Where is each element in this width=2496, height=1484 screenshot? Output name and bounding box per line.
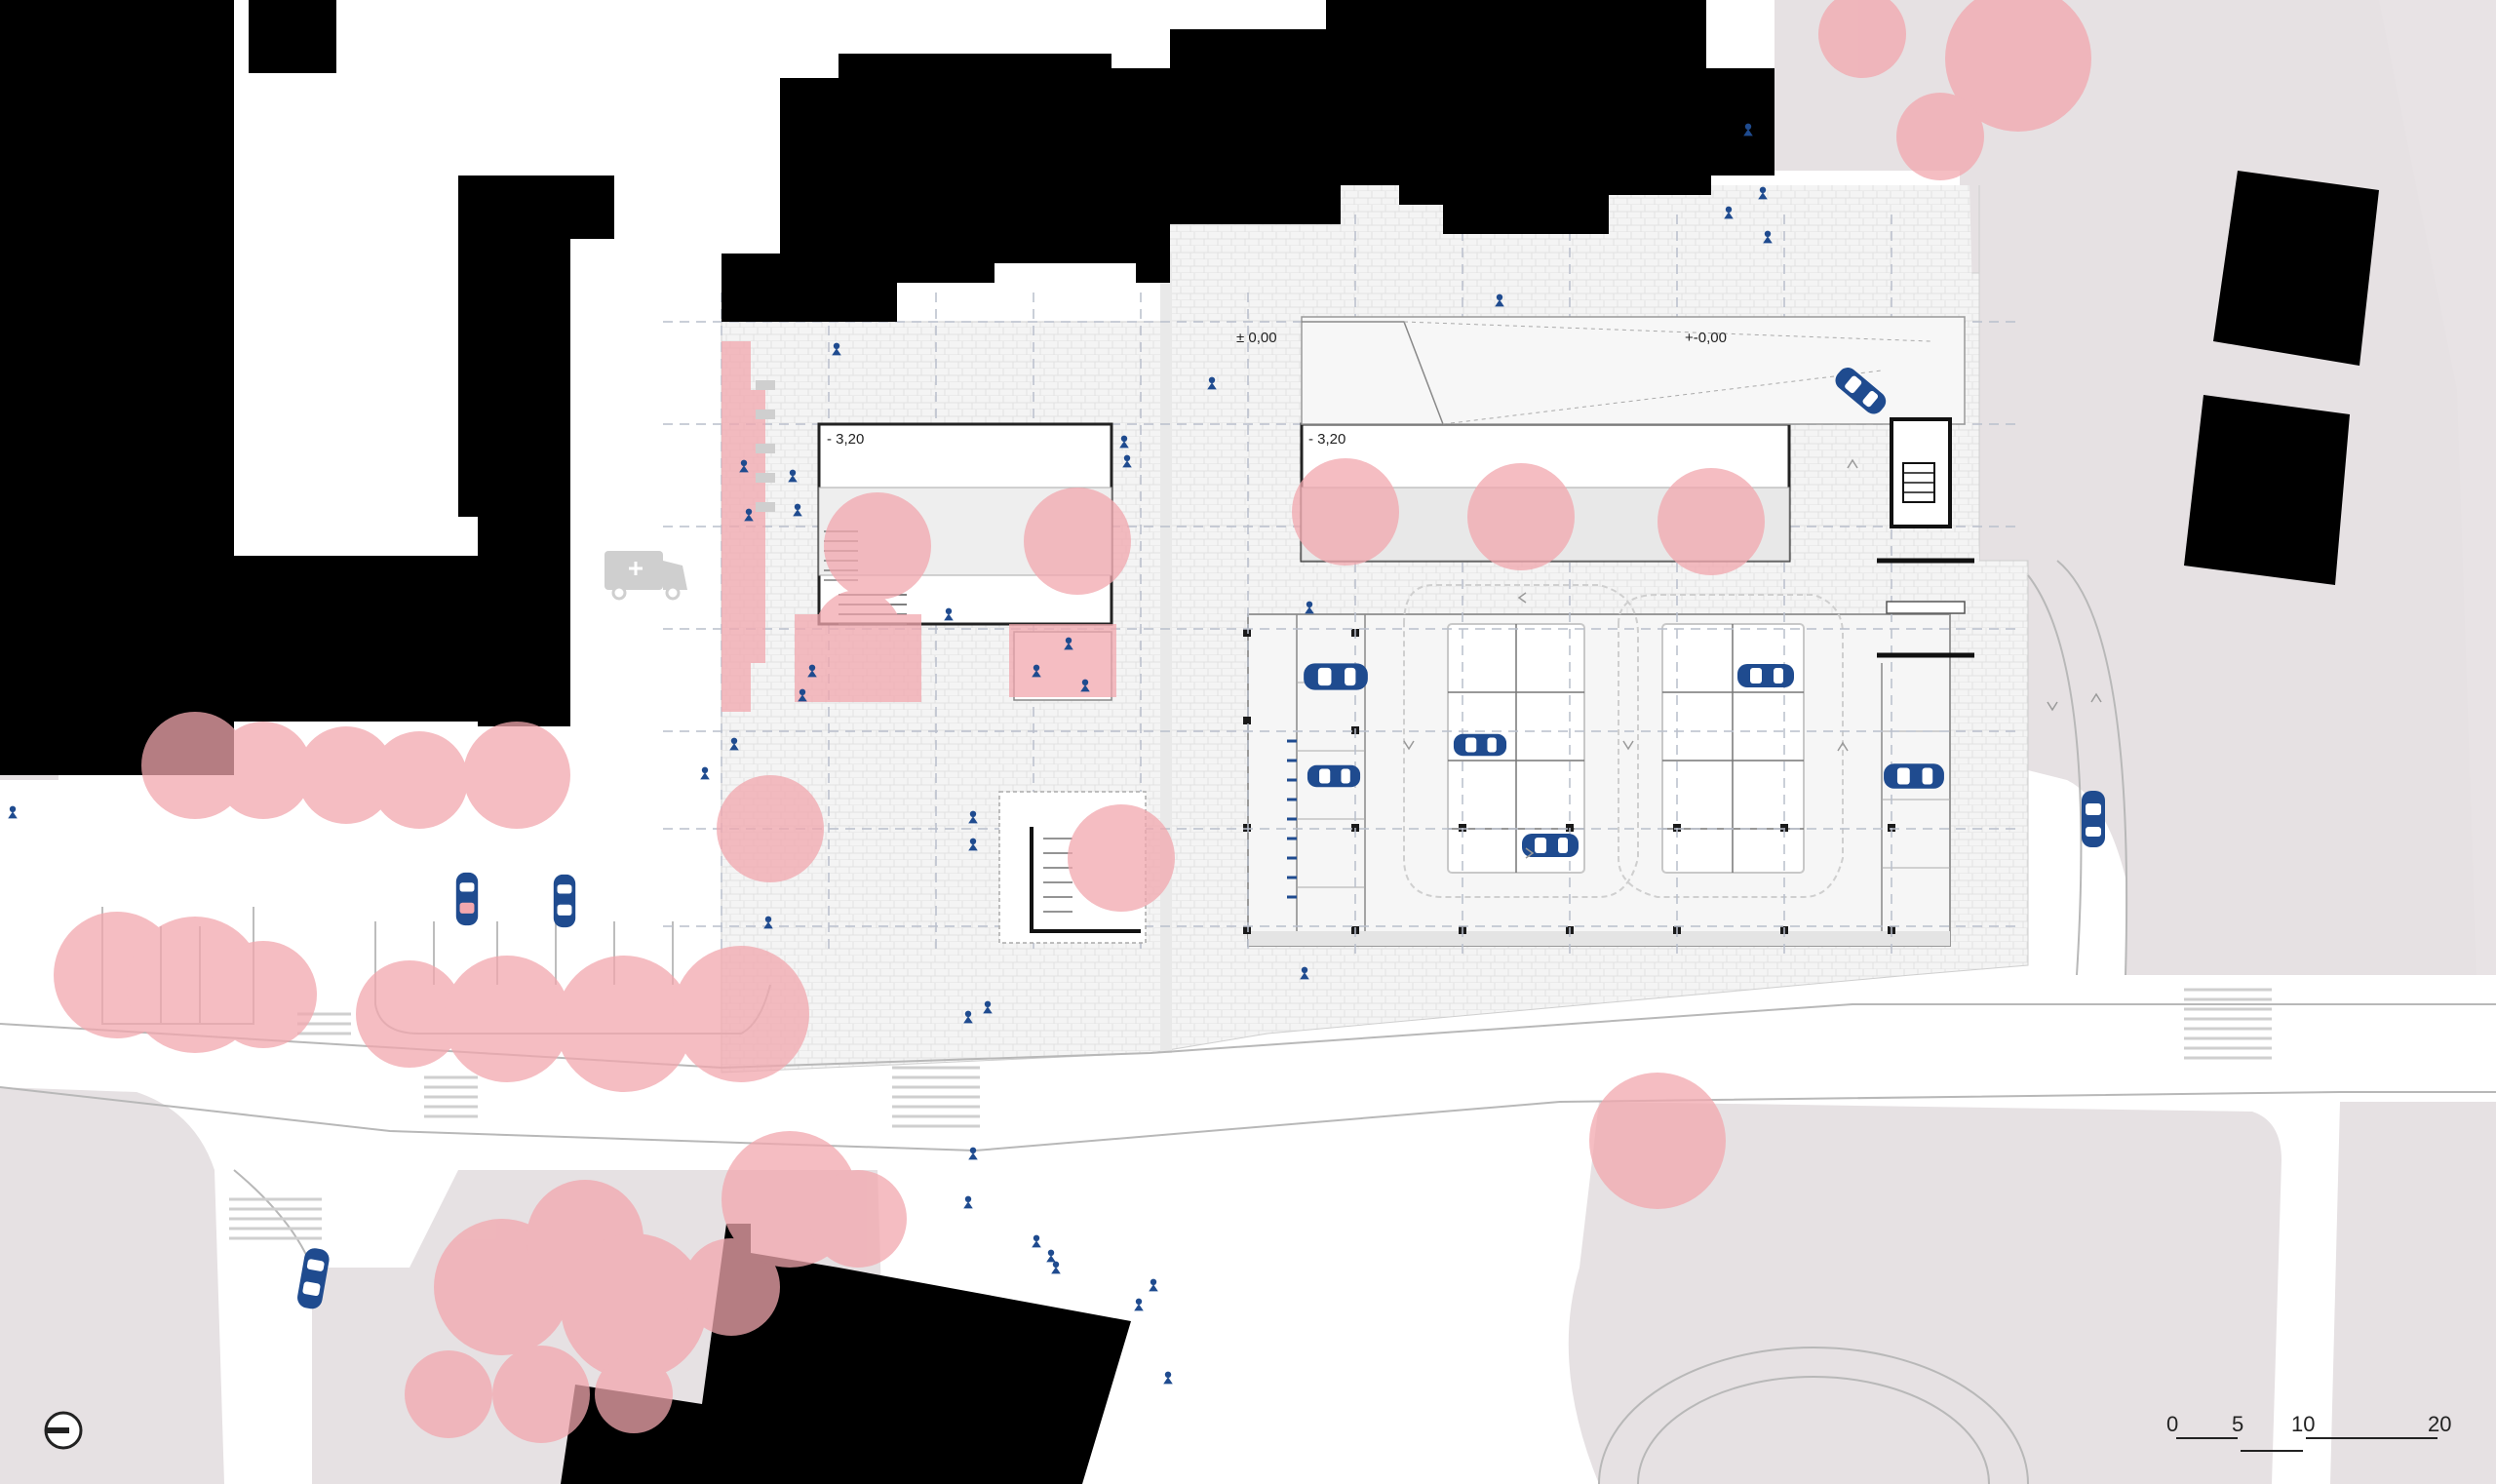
street-block-bottom-center xyxy=(1568,1102,2282,1484)
building-top-right-2 xyxy=(2184,395,2350,585)
crosswalk-3 xyxy=(229,1197,322,1240)
parking-ramps xyxy=(1403,584,1844,898)
person-icon xyxy=(1149,1278,1158,1292)
car-icon xyxy=(1522,834,1579,857)
ambulance-icon xyxy=(604,551,687,601)
scale-tick-5: 5 xyxy=(2232,1412,2243,1436)
paving-lane xyxy=(1160,254,1172,1053)
driving-arrows xyxy=(1403,458,2102,859)
scale-tick-10: 10 xyxy=(2291,1412,2315,1436)
trees xyxy=(54,0,2091,1443)
level-label-ground-right: +-0,00 xyxy=(1685,330,1727,346)
crosswalk-4 xyxy=(2184,988,2272,1060)
scale-bar: 0 5 10 20 xyxy=(2166,1412,2451,1452)
person-icon xyxy=(1032,1234,1041,1248)
building-bottom xyxy=(561,1224,1131,1484)
car-icon xyxy=(455,872,479,926)
person-icon xyxy=(1134,1298,1144,1311)
car-icon xyxy=(1453,733,1507,757)
level-label-lower-right: - 3,20 xyxy=(1308,431,1346,448)
building-top-right-1 xyxy=(2213,171,2379,366)
north-arrow-icon xyxy=(44,1411,83,1450)
person-icon xyxy=(968,1147,978,1160)
buildings xyxy=(0,0,2379,1484)
person-icon xyxy=(1051,1261,1061,1274)
building-left-tall xyxy=(478,176,614,726)
level-label-lower-left: - 3,20 xyxy=(827,431,864,448)
car-icon xyxy=(2082,791,2105,847)
building-left-lower xyxy=(0,556,566,775)
person-icon xyxy=(1046,1249,1056,1263)
level-labels: - 3,20 - 3,20 ± 0,00 +-0,00 xyxy=(827,330,1727,448)
tree-icon xyxy=(405,1131,907,1443)
car-icon xyxy=(553,874,576,928)
scale-tick-0: 0 xyxy=(2166,1412,2178,1436)
tree-icon xyxy=(54,775,824,1092)
car-icon xyxy=(1737,664,1794,687)
tree-icon xyxy=(1589,0,2091,1209)
person-icon xyxy=(963,1195,973,1209)
street-block-bottom-far-right xyxy=(2330,1102,2496,1484)
scale-tick-20: 20 xyxy=(2428,1412,2451,1436)
tree-icon xyxy=(141,712,570,829)
building-left-large-fill xyxy=(0,0,224,556)
outdoor-furniture xyxy=(756,380,775,512)
person-icon xyxy=(1163,1371,1173,1385)
building-top-center xyxy=(722,0,1774,322)
level-label-ground-left: ± 0,00 xyxy=(1236,330,1277,346)
crosswalks xyxy=(229,988,2272,1240)
building-top-small xyxy=(249,0,336,73)
car-icon xyxy=(1304,663,1368,690)
car-icon xyxy=(1306,764,1361,788)
car-icon xyxy=(1884,763,1944,789)
person-icon xyxy=(8,805,18,819)
street-block-far-right xyxy=(2379,0,2496,975)
street-block-bottom-left xyxy=(0,1087,224,1484)
person-icon xyxy=(700,766,710,780)
crosswalk-2 xyxy=(424,1075,478,1118)
crosswalk-1 xyxy=(892,1066,980,1128)
tree-icon xyxy=(722,341,1116,712)
